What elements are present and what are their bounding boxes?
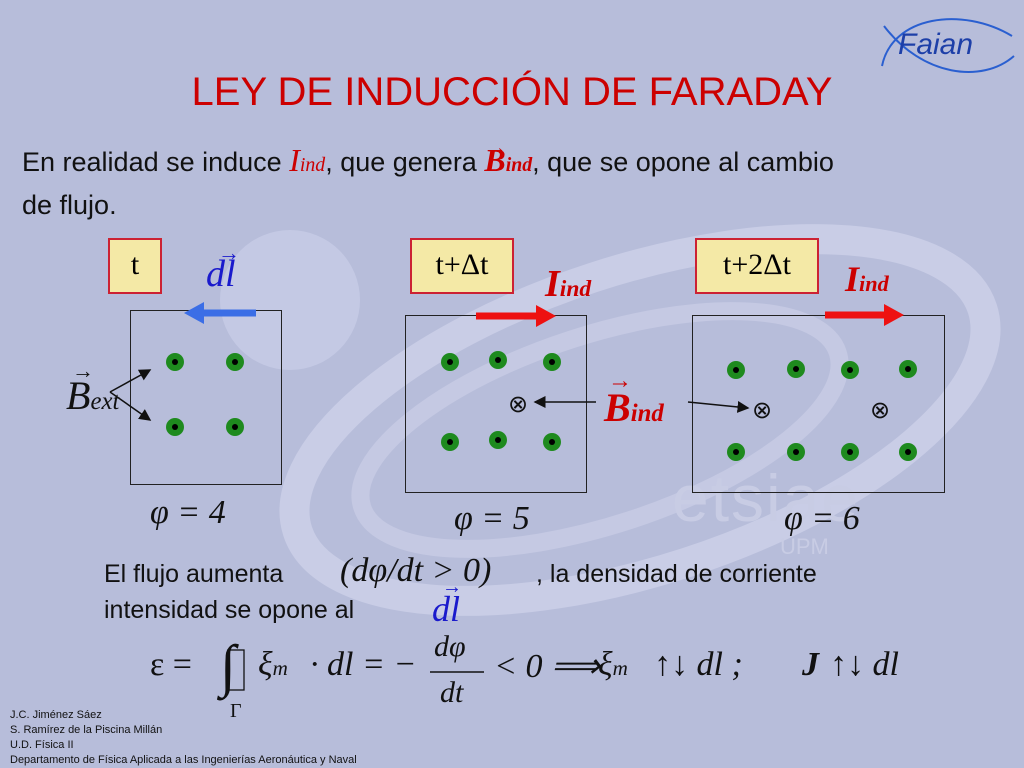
eq-num: dφ: [434, 630, 466, 663]
credit-line: U.D. Física II: [10, 739, 74, 751]
eq-antipar: ↑↓ dl ;: [654, 646, 743, 683]
credits: J.C. Jiménez Sáez S. Ramírez de la Pisci…: [10, 708, 357, 768]
dl-label: → dl: [206, 240, 240, 295]
intro-part1: En realidad se induce: [22, 147, 282, 177]
bottom-line-1a: El flujo aumenta: [104, 560, 284, 588]
field-dots-panel-3: [727, 360, 917, 461]
credit-line: S. Ramírez de la Piscina Millán: [10, 724, 163, 736]
page-title: LEY DE INDUCCIÓN DE FARADAY: [191, 70, 833, 114]
eq-gamma: Γ: [230, 700, 242, 722]
panel-label-t-dt: t+Δt: [410, 238, 514, 294]
flux-panel-3: φ = 6: [784, 500, 860, 537]
intro-B-letter: B: [484, 142, 506, 178]
eq-J: J: [802, 646, 819, 683]
equation: ε = ∫ ξm · dl = − dφ dt < 0 ⟹ ξm ↑↓ dl ;…: [150, 630, 1020, 722]
i-ind-label-3: Iind: [845, 258, 889, 300]
intro-B: →Bind: [484, 137, 533, 178]
b-ext-letter: B: [66, 373, 91, 418]
dl-arrow: [184, 302, 256, 324]
bottom-dl: → dl: [432, 576, 462, 629]
flux-panel-1: φ = 4: [150, 494, 226, 531]
panel-label-t-2dt: t+2Δt: [695, 238, 819, 294]
intro-part3: , que se opone al cambio: [532, 147, 834, 177]
intro-B-sub: ind: [505, 154, 533, 176]
watermark-sub: UPM: [780, 534, 829, 559]
intro-I: Iind: [289, 142, 325, 178]
integral-loop: [227, 649, 245, 691]
cross-symbol: ⊗: [508, 392, 529, 418]
eq-xi2-sub: m: [612, 656, 628, 680]
i-ind-letter: I: [545, 263, 560, 305]
eq-xi2-letter: ξ: [598, 646, 613, 683]
loop-box-3: [692, 315, 945, 493]
eq-eps: ε =: [150, 646, 192, 683]
cross-symbol: ⊗: [870, 398, 891, 424]
b-ext-sub: ext: [90, 388, 120, 415]
eq-integral: ∫: [220, 633, 236, 698]
eq-antipar2: ↑↓ dl: [830, 646, 899, 683]
b-ind-sub: ind: [630, 400, 664, 427]
i-ind-arrow-3: [825, 304, 904, 326]
intro-text: En realidad se induce Iind, que genera →…: [22, 137, 1012, 225]
eq-xi-sub: m: [272, 656, 288, 680]
b-ind-label: → Bind: [604, 368, 664, 430]
bottom-line-1b: , la densidad de corriente: [536, 560, 817, 588]
intro-part4: de flujo.: [22, 190, 117, 220]
field-dots-panel-2: [441, 351, 561, 451]
eq-lt0: < 0 ⟹: [494, 648, 600, 685]
intro-I-letter: I: [289, 142, 300, 178]
eq-xi-2: ξm: [598, 646, 628, 684]
faian-logo-text: Faian: [898, 28, 974, 61]
flux-panel-2: φ = 5: [454, 500, 530, 537]
i-ind-sub: ind: [859, 271, 889, 296]
field-dots-panel-1: [166, 353, 244, 436]
intro-part2: , que genera: [325, 147, 477, 177]
cross-symbol: ⊗: [752, 398, 773, 424]
i-ind-letter: I: [845, 259, 860, 299]
i-ind-arrow-2: [476, 305, 556, 327]
bottom-line-2: intensidad se opone al: [104, 596, 355, 624]
intro-I-sub: ind: [299, 154, 326, 176]
eq-den: dt: [440, 676, 464, 709]
bottom-dl-text: dl: [432, 589, 461, 629]
i-ind-sub: ind: [559, 276, 592, 302]
eq-dot-dl: · dl = −: [310, 646, 417, 683]
b-ext-label: → Bext: [66, 358, 120, 418]
flux-condition: (dφ/dt > 0): [340, 552, 492, 589]
credit-line: Departamento de Física Aplicada a las In…: [10, 754, 357, 766]
i-ind-label-2: Iind: [545, 262, 591, 306]
eq-xi: ξm: [258, 646, 288, 684]
dl-label-text: dl: [206, 253, 236, 295]
eq-xi-letter: ξ: [258, 646, 273, 683]
faian-logo: [881, 18, 1015, 73]
b-ind-pointers: [533, 396, 750, 413]
watermark: etsiae: [672, 461, 861, 535]
credit-line: J.C. Jiménez Sáez: [10, 709, 102, 721]
b-ext-pointers: [109, 369, 152, 421]
b-ind-letter: B: [604, 385, 631, 430]
panel-label-t: t: [108, 238, 162, 294]
